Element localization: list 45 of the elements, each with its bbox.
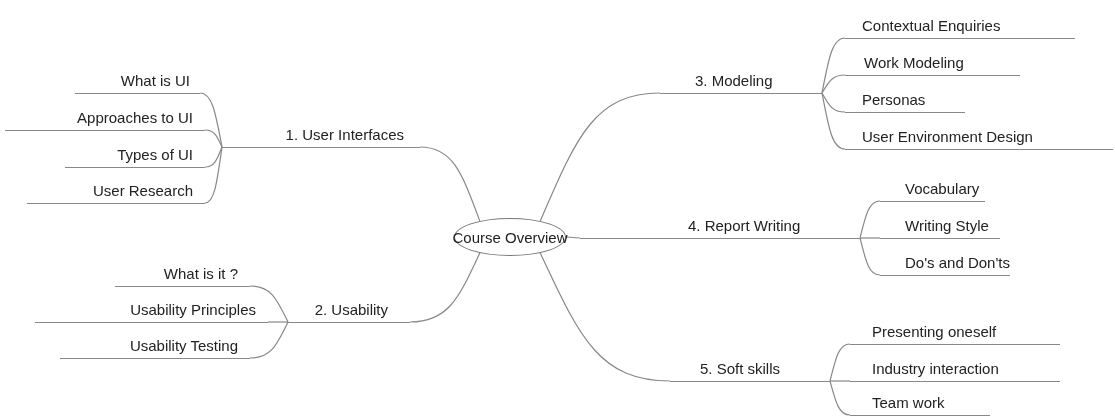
branch-connector [249,321,289,359]
branch-topic: 4. Report Writing [580,215,860,239]
subtopic: Work Modeling [845,52,1020,76]
branch-topic: 2. Usability [288,299,410,323]
subtopic: Contextual Enquiries [845,15,1075,39]
subtopic: Approaches to UI [5,107,205,131]
branch-connector [821,92,846,113]
subtopic: Vocabulary [880,178,985,202]
branch-topic: 5. Soft skills [670,358,830,382]
branch-connector [821,74,846,94]
branch-connector [565,236,581,239]
branch-connector [539,92,661,222]
subtopic: Types of UI [65,144,205,168]
subtopic: What is UI [75,70,200,94]
subtopic: User Research [27,180,205,204]
branch-connector [249,285,289,323]
branch-connector [267,321,289,323]
branch-connector [829,343,851,382]
branch-connector [829,380,851,416]
branch-connector [409,252,481,323]
branch-connector [204,146,223,204]
subtopic: What is it ? [115,263,250,287]
subtopic: Personas [845,89,965,113]
subtopic: Presenting oneself [850,321,1060,345]
branch-connector [859,200,881,239]
branch-connector [199,92,223,148]
subtopic: Do's and Don'ts [880,252,1010,276]
branch-connector [204,146,223,168]
branch-connector [821,37,846,94]
branch-connector [539,252,671,382]
branch-connector [829,380,851,382]
subtopic: Writing Style [880,215,1000,239]
subtopic: Usability Principles [35,299,268,323]
branch-connector [204,129,223,148]
branch-connector [419,146,481,222]
branch-connector [821,92,846,150]
subtopic: Industry interaction [850,358,1060,382]
branch-connector [859,237,881,276]
central-topic-ellipse: Course Overview [454,218,566,256]
subtopic: User Environment Design [845,126,1113,150]
branch-topic: 1. User Interfaces [222,124,420,148]
branch-topic: 3. Modeling [660,70,822,94]
subtopic: Usability Testing [60,335,250,359]
branch-connector [859,237,881,239]
subtopic: Team work [850,392,990,416]
